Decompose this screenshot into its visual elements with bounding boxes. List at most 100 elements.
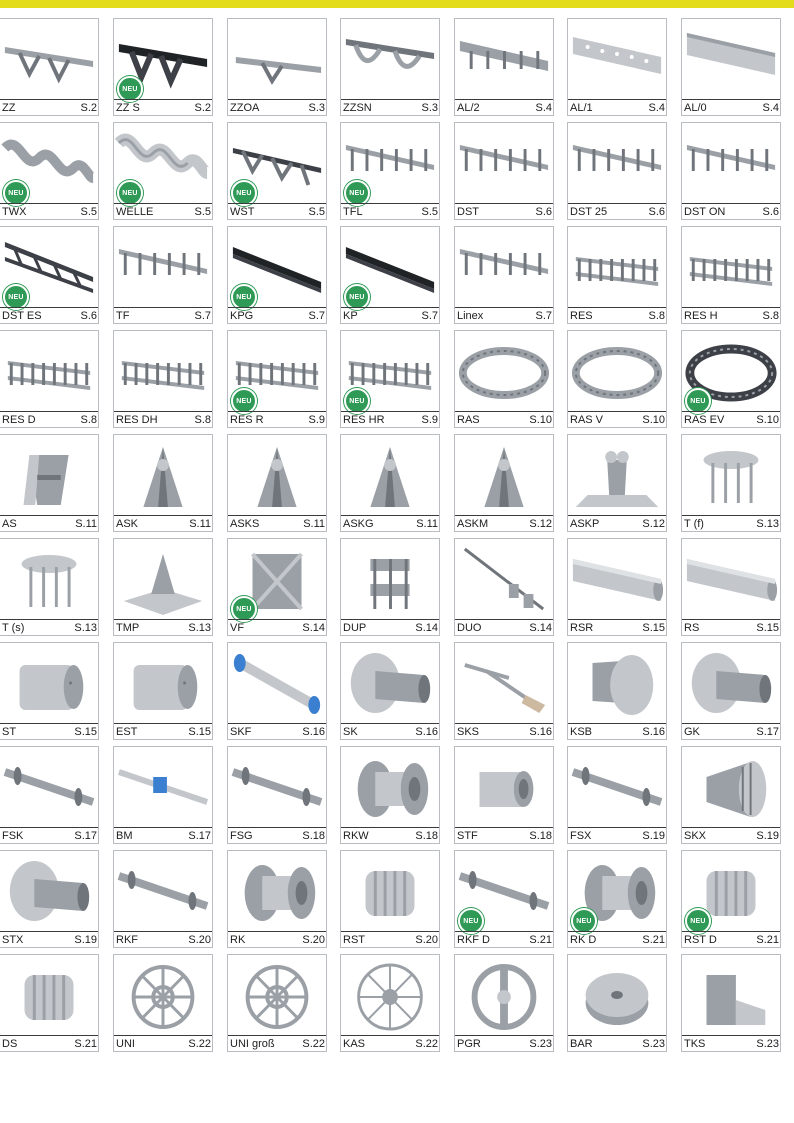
product-page-ref: S.5 (308, 205, 325, 218)
product-page-ref: S.9 (421, 413, 438, 426)
rod-spacer-icon (455, 539, 553, 621)
table-spacer-icon (0, 539, 98, 621)
product-code: UNI groß (230, 1037, 275, 1050)
product-caption: T (s)S.13 (0, 619, 98, 635)
product-code: DUO (457, 621, 482, 634)
product-card[interactable]: T (f)S.13 (681, 434, 781, 532)
product-card[interactable]: T (s)S.13 (0, 538, 99, 636)
product-code: Linex (457, 309, 484, 322)
product-page-ref: S.4 (648, 101, 665, 114)
product-page-ref: S.9 (308, 413, 325, 426)
black-strip-icon (228, 227, 326, 309)
new-badge: NEU (685, 908, 711, 934)
product-page-ref: S.16 (415, 725, 438, 738)
product-page-ref: S.12 (529, 517, 552, 530)
product-code: ASKS (230, 517, 260, 530)
product-code: RES HR (343, 413, 385, 426)
circular-ring-icon (568, 331, 666, 413)
zigzag-rail-icon (0, 19, 98, 101)
spool-cone-icon (341, 747, 439, 829)
ladder-grid-icon (682, 227, 780, 309)
product-code: ZZ S (116, 101, 140, 114)
ladder-grid-icon (0, 331, 98, 413)
